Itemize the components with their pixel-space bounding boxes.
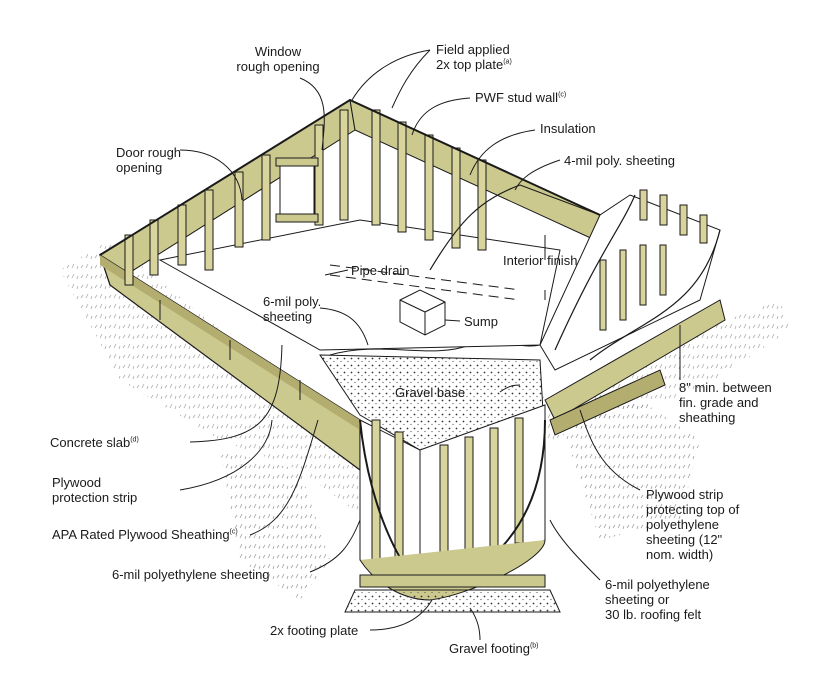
label-6mil-polyethylene: 6-mil polyethylene sheeting xyxy=(112,567,270,582)
label-plywood-strip: Plywood strip protecting top of polyethy… xyxy=(646,487,739,562)
sump-box xyxy=(399,289,446,336)
label-strip-line4: sheeting (12" xyxy=(646,532,723,547)
label-pwf-text: PWF stud wall xyxy=(475,90,559,105)
label-strip-line2: protecting top of xyxy=(646,502,740,517)
label-gravel-footing: Gravel footing(b) xyxy=(449,641,539,656)
leader-lines xyxy=(179,49,681,641)
label-field-line2: 2x top plate xyxy=(436,57,504,72)
label-field-note: (a) xyxy=(503,58,512,66)
label-4mil-poly: 4-mil poly. sheeting xyxy=(564,153,676,168)
label-6mil-poly: 6-mil poly. sheeting xyxy=(263,294,321,324)
label-concrete-slab: Concrete slab(d) xyxy=(50,435,139,450)
label-pwf-stud-wall: PWF stud wall(c) xyxy=(475,90,566,105)
concrete-slab xyxy=(158,219,561,351)
label-plywood-prot-line2: protection strip xyxy=(52,490,138,505)
label-door-line1: Door rough xyxy=(116,145,182,160)
label-poly-or-line2: sheeting or xyxy=(605,592,670,607)
label-footing-plate: 2x footing plate xyxy=(270,623,359,638)
label-window-line1: Window xyxy=(254,44,302,59)
label-gravel-base: Gravel base xyxy=(395,385,466,400)
label-gravel-footing-text: Gravel footing xyxy=(449,641,530,656)
top-plate xyxy=(99,98,601,256)
label-field-line1: Field applied xyxy=(436,42,510,57)
label-poly-or-felt: 6-mil polyethylene sheeting or 30 lb. ro… xyxy=(605,577,710,622)
label-window: Window rough opening xyxy=(222,44,334,74)
label-6mil-line2: sheeting xyxy=(263,309,313,324)
label-strip-line5: nom. width) xyxy=(646,547,714,562)
gravel-footing-shape xyxy=(344,589,561,613)
label-poly-or-line3: 30 lb. roofing felt xyxy=(605,607,702,622)
label-6mil-line1: 6-mil poly. xyxy=(263,294,322,309)
label-concrete-text: Concrete slab xyxy=(50,435,131,450)
label-8min-line2: fin. grade and xyxy=(679,395,759,410)
label-apa-note: (c) xyxy=(229,528,238,536)
label-concrete-note: (d) xyxy=(130,436,139,444)
label-8-min: 8" min. between fin. grade and sheathing xyxy=(679,380,772,425)
label-strip-line1: Plywood strip xyxy=(646,487,724,502)
label-plywood-protection: Plywood protection strip xyxy=(52,475,137,505)
label-door-line2: opening xyxy=(116,160,163,175)
label-apa-text: APA Rated Plywood Sheathing xyxy=(52,527,230,542)
label-field-applied: Field applied 2x top plate(a) xyxy=(436,42,512,72)
label-apa-plywood: APA Rated Plywood Sheathing(c) xyxy=(52,527,238,542)
label-8min-line1: 8" min. between xyxy=(679,380,772,395)
footing-plate xyxy=(359,574,546,588)
label-strip-line3: polyethylene xyxy=(646,517,719,532)
left-wall xyxy=(98,99,361,472)
label-pwf-note: (c) xyxy=(558,91,567,99)
label-door-rough-opening: Door rough opening xyxy=(116,145,181,175)
label-window-line2: rough opening xyxy=(236,59,320,74)
label-8min-line3: sheathing xyxy=(679,410,736,425)
front-corner-cutaway xyxy=(344,404,561,613)
label-insulation: Insulation xyxy=(540,121,596,136)
label-pipe-drain: Pipe drain xyxy=(351,263,410,278)
label-gravel-footing-note: (b) xyxy=(529,642,539,650)
label-sump: Sump xyxy=(464,314,498,329)
window-opening xyxy=(279,164,315,216)
label-poly-or-line1: 6-mil polyethylene xyxy=(605,577,710,592)
label-plywood-prot-line1: Plywood xyxy=(52,475,102,490)
label-interior-finish: Interior finish xyxy=(503,253,578,268)
